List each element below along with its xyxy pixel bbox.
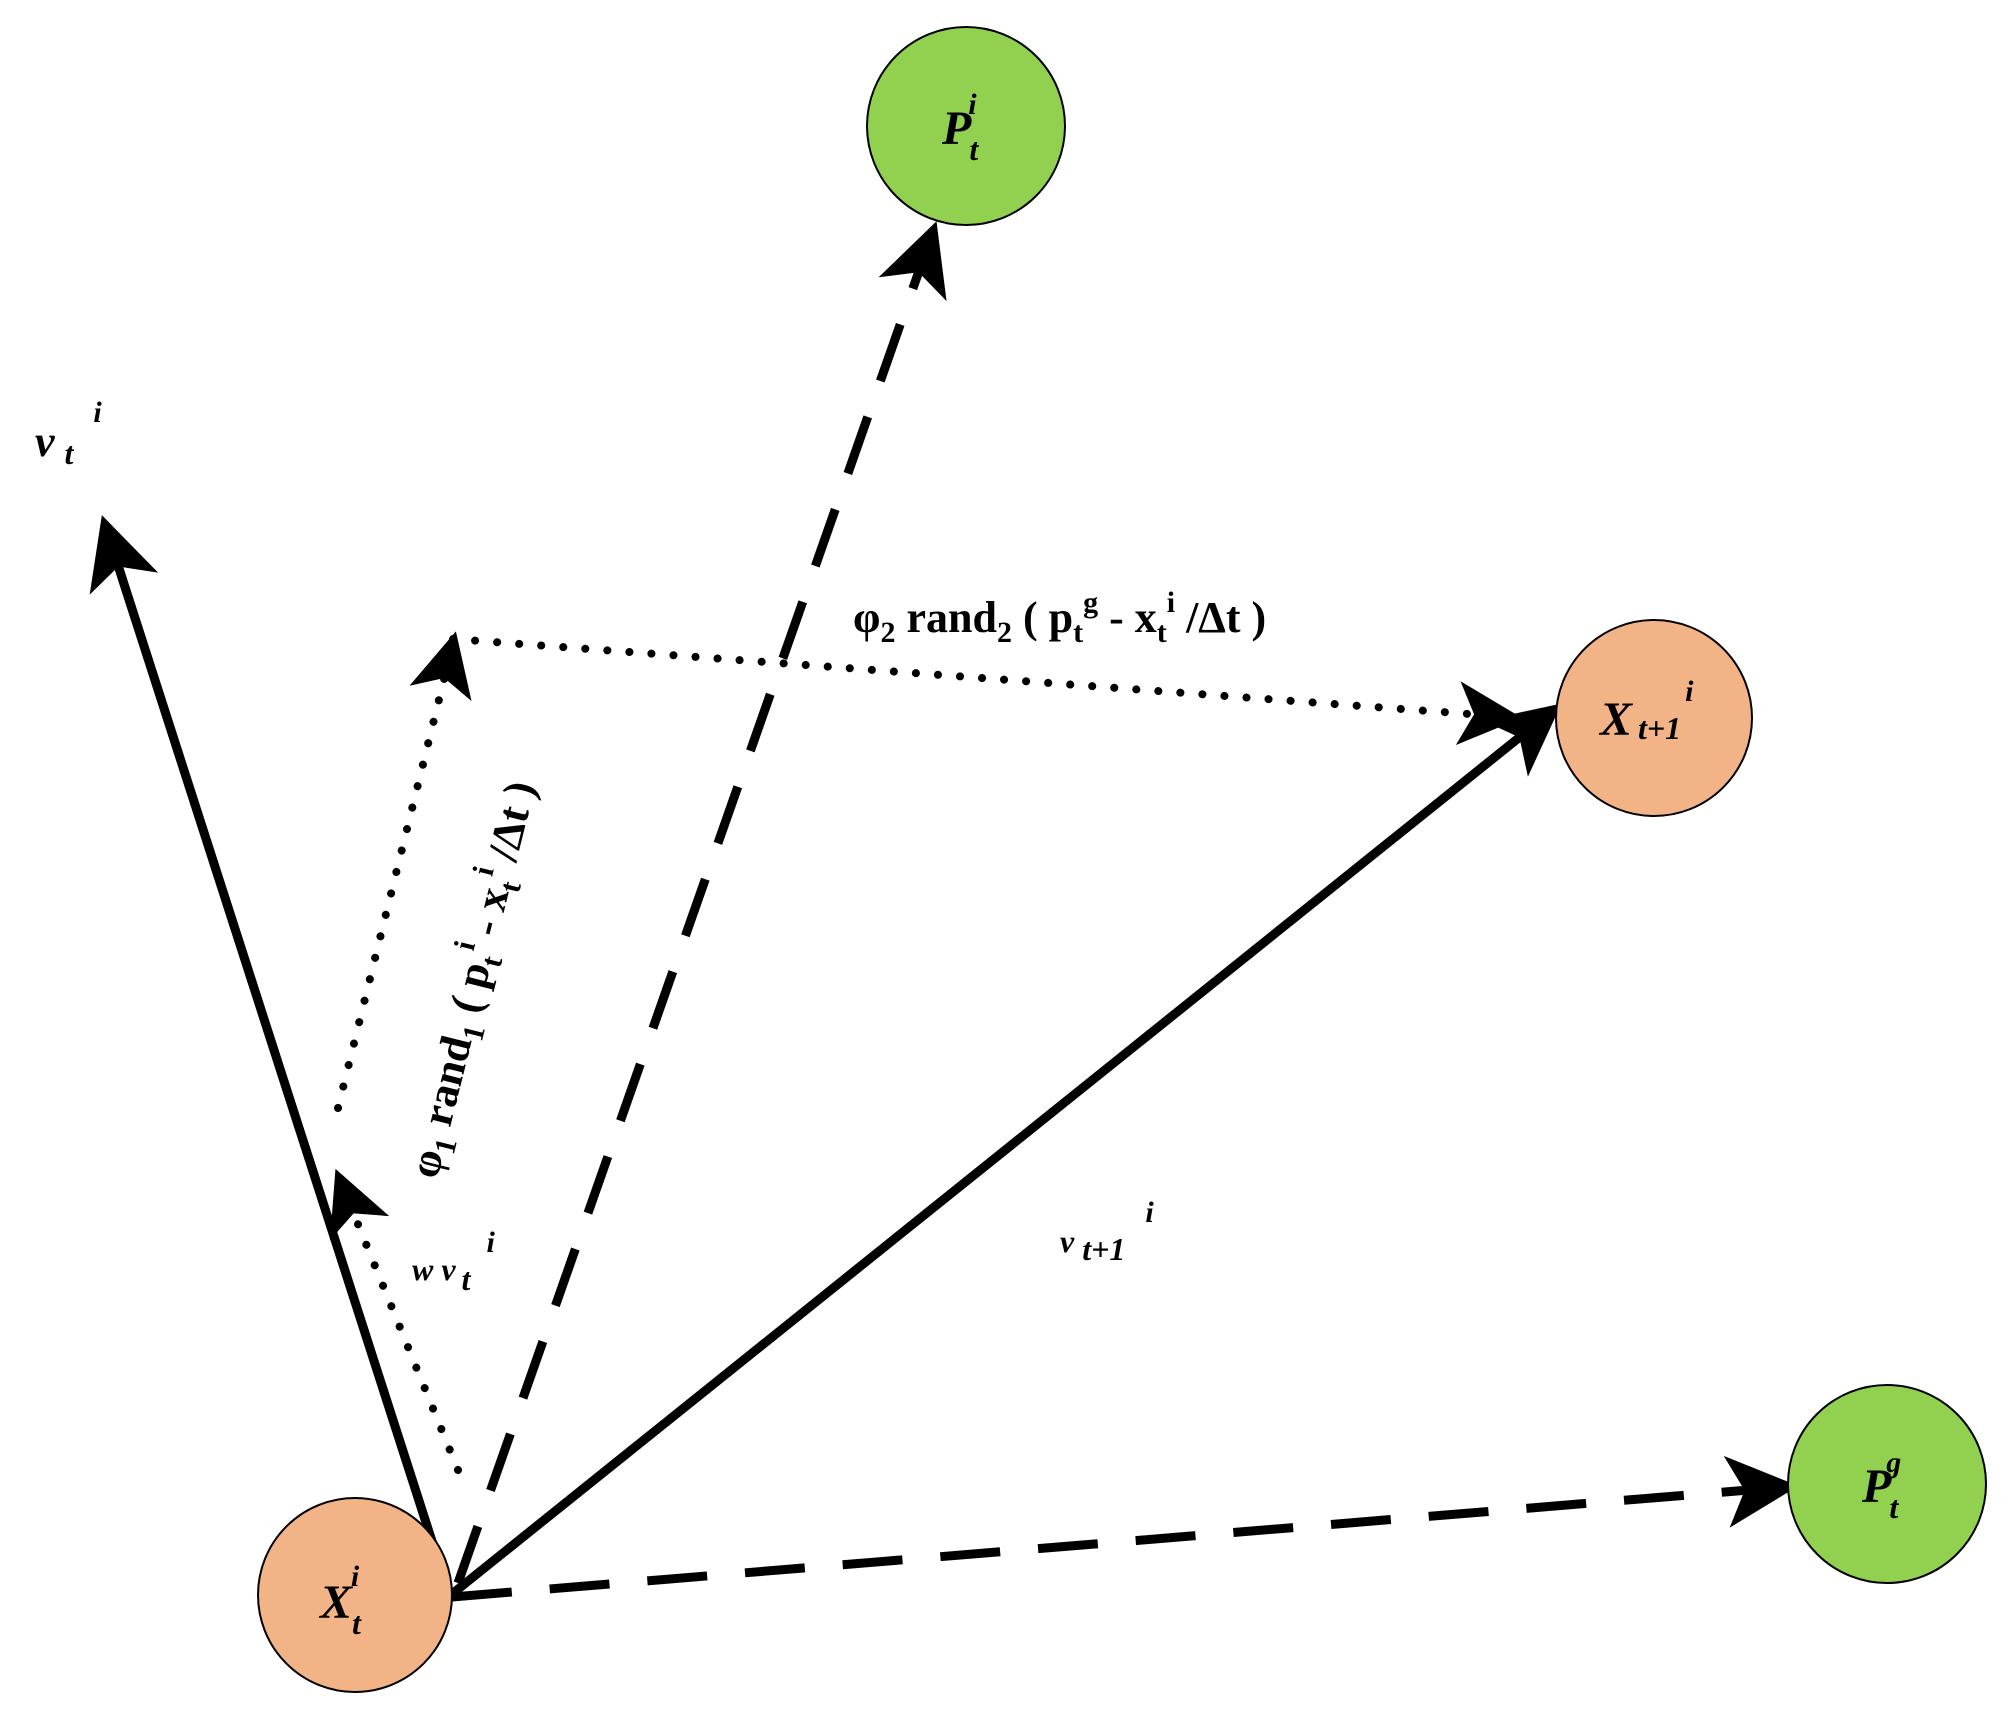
global-best-direction — [451, 1455, 1799, 1602]
label-w-v-t-i-sub: t — [462, 1261, 472, 1297]
cognitive-rand: rand — [409, 1031, 481, 1141]
svg-text:Pti: Pti — [941, 88, 979, 167]
social-formula: φ2 rand2 ( ptg - xti /Δt ) — [853, 586, 1266, 649]
social-p-sup: g — [1083, 586, 1098, 619]
personal-best-direction — [453, 221, 947, 1585]
node-x-t1-i-base: X — [1598, 693, 1633, 746]
social-x-sub: t — [1157, 616, 1167, 649]
social-p-sub: t — [1073, 616, 1083, 649]
node-p-t-i: Pti — [866, 26, 1066, 226]
node-x-t-i-sub: t — [352, 1605, 362, 1641]
node-x-t-i-sup: i — [351, 1560, 360, 1593]
svg-text:Ptg: Ptg — [1861, 1446, 1901, 1525]
node-p-t-g-sup: g — [1885, 1446, 1901, 1479]
social-x-sup: i — [1167, 586, 1175, 619]
node-x-t-i: Xti — [257, 1497, 453, 1693]
social-phi: φ — [853, 593, 880, 642]
node-x-t-i-base: X — [318, 1576, 353, 1629]
social-tail: /Δt ) — [1175, 593, 1266, 642]
svg-text:Xti: Xti — [318, 1560, 362, 1641]
next-velocity-vector — [449, 703, 1562, 1598]
social-phi-sub: 2 — [880, 616, 895, 649]
social-minus: - x — [1098, 593, 1157, 642]
cognitive-component — [334, 631, 472, 1112]
node-p-t-i-sup: i — [968, 88, 977, 121]
label-v-t1-i-sub: t+1 — [1082, 1231, 1125, 1267]
node-p-t-i-base: P — [941, 102, 972, 155]
node-p-t-g-base: P — [1861, 1460, 1892, 1513]
social-component — [449, 635, 1522, 746]
svg-text:Xt+1i: Xt+1i — [1598, 675, 1694, 746]
label-v-t1-i-sup: i — [1145, 1196, 1154, 1229]
social-rand: rand — [895, 593, 996, 642]
cognitive-tail: /Δt ) — [475, 776, 545, 876]
label-v-t1-i-base: v — [1060, 1223, 1075, 1259]
label-v-t-i-sub: t — [65, 435, 75, 471]
label-w-v-t-i-base: w v — [412, 1251, 456, 1287]
social-rand-sub: 2 — [997, 616, 1012, 649]
velocity-vector — [89, 515, 454, 1596]
node-x-t1-i-sub: t+1 — [1638, 710, 1681, 746]
label-v-t-i-base: v — [35, 417, 55, 466]
node-p-t-g: Ptg — [1787, 1384, 1987, 1584]
node-p-t-i-sub: t — [969, 131, 979, 167]
inertia-component — [329, 1168, 462, 1474]
node-x-t1-i-sup: i — [1685, 675, 1694, 708]
label-w-v-t-i-sup: i — [486, 1226, 495, 1259]
cognitive-open: ( p — [438, 957, 500, 1028]
social-open: ( p — [1012, 593, 1073, 642]
node-p-t-g-sub: t — [1889, 1489, 1899, 1525]
cognitive-formula: φ1 rand1 ( pti - xti /Δt ) — [392, 774, 551, 1184]
label-v-t-i-sup: i — [93, 396, 102, 429]
